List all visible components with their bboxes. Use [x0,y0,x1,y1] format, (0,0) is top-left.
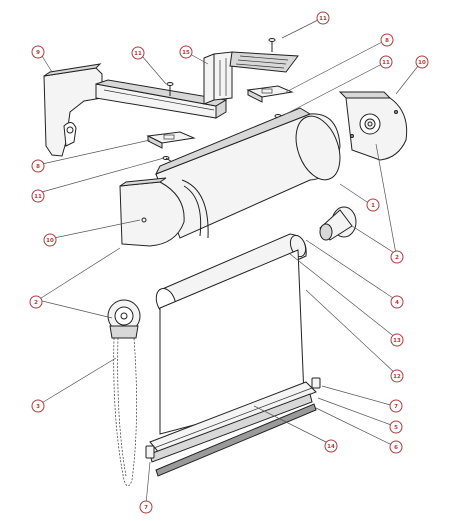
callout-15: 15 [179,45,193,59]
callout-11b: 11 [131,46,145,60]
callout-4: 4 [390,295,404,309]
bracket-15 [203,51,299,105]
end-cap-7-right [311,377,321,389]
svg-text:11: 11 [382,60,390,66]
head-rail [95,79,228,119]
chain-mechanism [107,299,141,339]
svg-text:8: 8 [385,38,389,44]
leader-lines [37,19,419,505]
svg-text:2: 2 [34,300,38,306]
svg-text:14: 14 [327,444,335,450]
callout-7a: 7 [389,399,403,413]
callout-11c: 11 [379,55,393,69]
svg-text:10: 10 [46,238,54,244]
callout-10b: 10 [43,233,57,247]
right-end-bracket [338,91,408,161]
callout-14: 14 [324,439,338,453]
callout-3: 3 [31,399,45,413]
callout-13: 13 [390,333,404,347]
screw-11a [166,82,174,96]
callout-11a: 11 [316,11,330,25]
callout-10a: 10 [415,55,429,69]
callout-8a: 8 [380,33,394,47]
left-bracket [43,63,103,157]
callout-12: 12 [390,369,404,383]
callout-7b: 7 [139,500,153,514]
callout-11d: 11 [31,189,45,203]
callout-2a: 2 [390,250,404,264]
clip-8-bottom [146,131,196,149]
callout-6: 6 [389,440,403,454]
svg-text:11: 11 [34,194,42,200]
cassette-roller [154,107,341,239]
idler-end [319,206,357,241]
svg-text:11: 11 [319,16,327,22]
bead-chain [113,337,137,487]
svg-text:2: 2 [395,255,399,261]
screw-11b [268,38,276,52]
clip-8-top [246,85,294,103]
svg-text:7: 7 [144,505,148,511]
end-cap-7-left [145,445,155,459]
bottom-bar [149,381,317,477]
svg-text:11: 11 [134,51,142,57]
left-end-cap [119,177,185,247]
svg-text:6: 6 [394,445,398,451]
callout-8b: 8 [31,159,45,173]
svg-text:9: 9 [36,50,40,56]
callout-2b: 2 [29,295,43,309]
svg-text:13: 13 [393,338,401,344]
callout-9: 9 [31,45,45,59]
svg-text:8: 8 [36,164,40,170]
svg-text:5: 5 [394,425,398,431]
svg-text:12: 12 [393,374,401,380]
svg-text:7: 7 [394,404,398,410]
svg-text:15: 15 [182,50,190,56]
svg-text:1: 1 [371,203,375,209]
svg-text:3: 3 [36,404,40,410]
svg-text:10: 10 [418,60,426,66]
svg-text:4: 4 [395,300,399,306]
callout-5: 5 [389,420,403,434]
callout-1: 1 [366,198,380,212]
